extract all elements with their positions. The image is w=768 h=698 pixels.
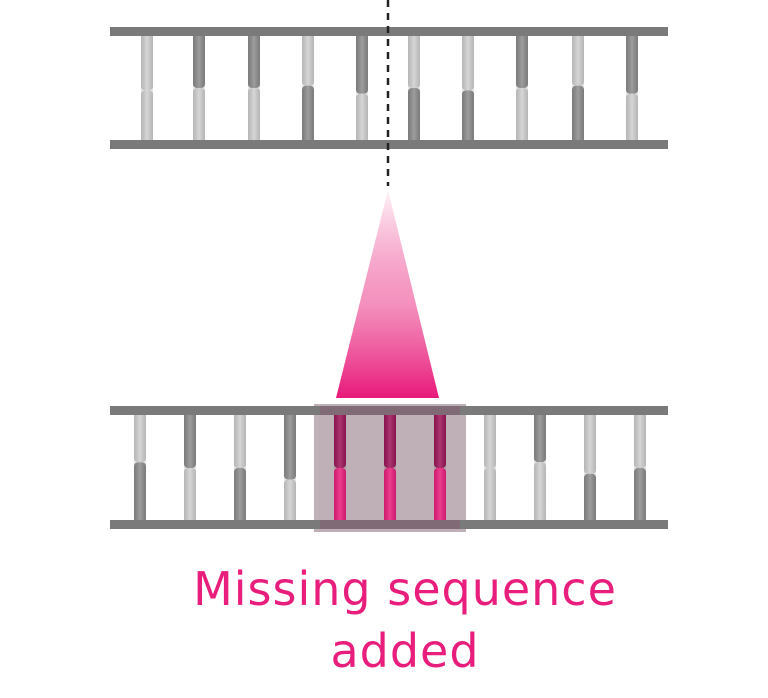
top-base-pair: [248, 30, 260, 146]
insert-backbone-lower: [320, 520, 460, 529]
top-base-pair: [193, 30, 205, 146]
top-base-pair: [462, 30, 474, 146]
dna-bottom: [110, 404, 668, 532]
caption: Missing sequence added: [100, 558, 710, 682]
bottom-base-pair: [534, 410, 546, 526]
caption-line-1: Missing sequence: [193, 562, 617, 616]
inserted-base-pair: [384, 410, 396, 526]
bottom-base-pair: [184, 410, 196, 526]
bottom-base-pair: [634, 410, 646, 526]
insertion-cone: [336, 190, 439, 398]
inserted-base-pair: [434, 410, 446, 526]
top-base-pair: [572, 30, 584, 146]
top-base-pair: [356, 30, 368, 146]
caption-line-2: added: [330, 624, 480, 678]
top-base-pair: [626, 30, 638, 146]
bottom-base-pair: [134, 410, 146, 526]
top-base-pair: [516, 30, 528, 146]
top-base-pair: [302, 30, 314, 146]
insert-backbone-upper: [320, 406, 460, 415]
bottom-base-pairs: [134, 410, 646, 526]
top-base-pairs: [141, 30, 638, 146]
inserted-base-pair: [334, 410, 346, 526]
top-base-pair: [408, 30, 420, 146]
bottom-base-pair: [234, 410, 246, 526]
bottom-base-pair: [484, 410, 496, 526]
top-base-pair: [141, 30, 153, 146]
bottom-base-pair: [284, 410, 296, 526]
bottom-base-pair: [584, 410, 596, 526]
